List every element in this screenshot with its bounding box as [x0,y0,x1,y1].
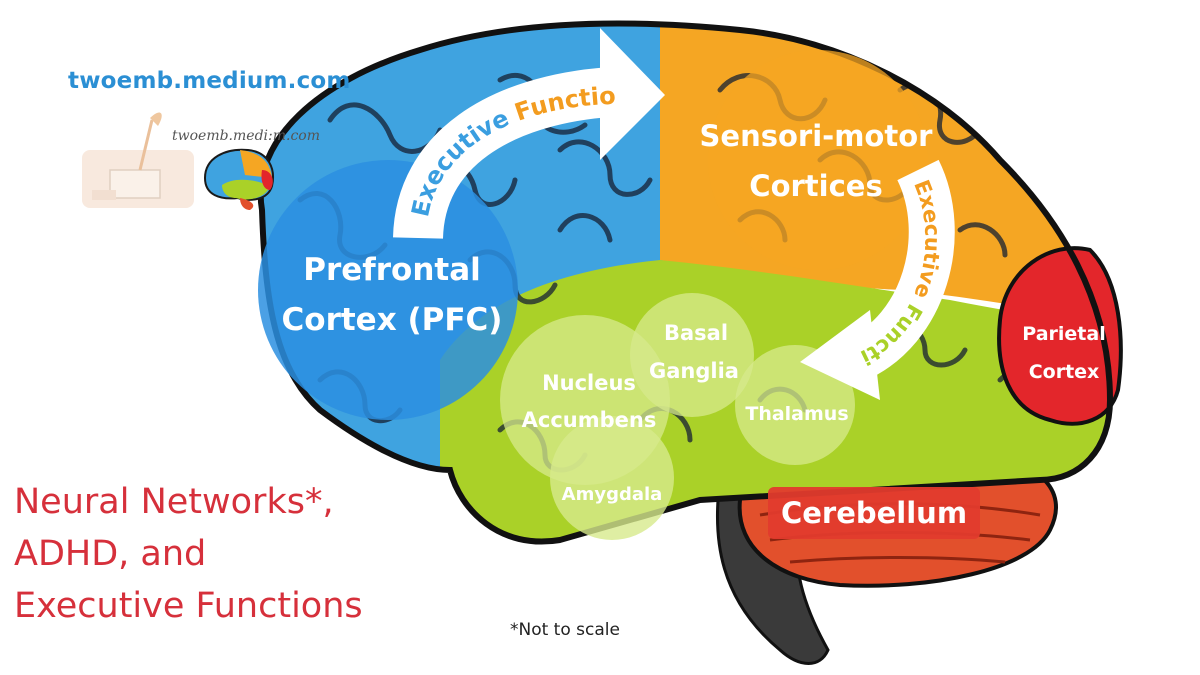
amygdala-circle [550,416,674,540]
amygdala-label: Amygdala [562,484,663,505]
nucleus-accumbens-label-line1: Nucleus [542,371,636,395]
basal-ganglia-label-line2: Ganglia [649,359,739,383]
title-line-1: Neural Networks*, [14,482,334,522]
title-line-2: ADHD, and [14,534,207,574]
sensorimotor-circle [708,50,928,270]
pfc-label-line2: Cortex (PFC) [282,302,503,338]
parietal-label-line1: Parietal [1022,323,1105,345]
quill-desk-icon [82,112,194,208]
parietal-label-line2: Cortex [1029,361,1100,383]
basal-ganglia-label-line1: Basal [664,321,728,345]
pfc-circle [258,160,518,420]
site-url[interactable]: twoemb.medium.com [68,68,351,94]
pfc-label-line1: Prefrontal [303,252,481,288]
sensorimotor-label-line2: Cortices [749,169,882,203]
logo-text: twoemb.medi:m.com [172,128,320,144]
thalamus-label: Thalamus [745,403,848,425]
title-line-3: Executive Functions [14,586,363,626]
site-logo: twoemb.medi:m.com [82,112,320,210]
cerebellum-band [768,487,980,539]
brain-outline [257,20,1114,545]
scale-footnote: *Not to scale [510,620,620,640]
sensorimotor-label-line1: Sensori-motor [700,119,934,153]
mini-brain-icon [203,148,274,210]
nucleus-accumbens-label-line2: Accumbens [522,408,657,432]
cerebellum-label: Cerebellum [781,496,967,530]
thalamus-circle [735,345,855,465]
page-title: Neural Networks*, ADHD, and Executive Fu… [14,476,363,632]
